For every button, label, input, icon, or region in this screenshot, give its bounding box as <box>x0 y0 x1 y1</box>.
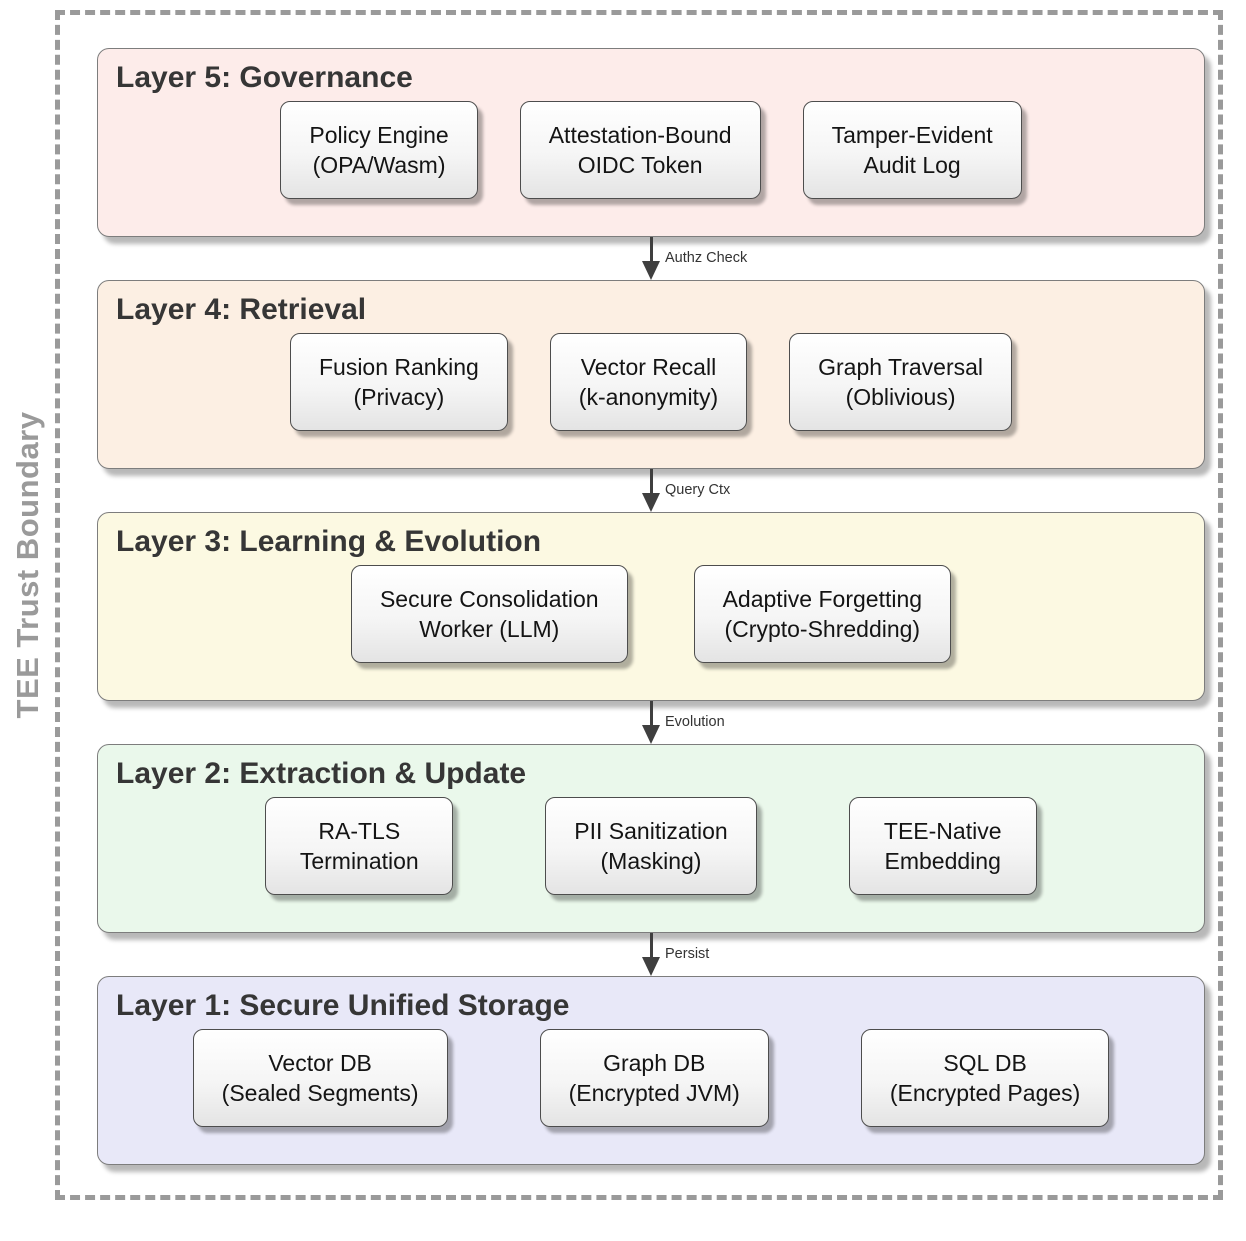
layer-4-retrieval: Layer 4: Retrieval Fusion Ranking (Priva… <box>97 280 1205 469</box>
flow-gap-persist: Persist <box>97 933 1205 976</box>
layer-3-learning-evolution: Layer 3: Learning & Evolution Secure Con… <box>97 512 1205 701</box>
flow-gap-authz-check: Authz Check <box>97 237 1205 280</box>
arrow-down-icon <box>642 725 660 744</box>
node-ra-tls-termination: RA-TLS Termination <box>265 797 454 895</box>
arrow-label-query-ctx: Query Ctx <box>665 482 731 498</box>
arrow-line <box>649 933 653 957</box>
layer-3-title: Layer 3: Learning & Evolution <box>116 525 542 558</box>
node-vector-recall: Vector Recall (k-anonymity) <box>549 333 748 431</box>
tee-trust-boundary <box>55 10 1223 1200</box>
arrow-down-icon <box>642 957 660 976</box>
node-sql-db: SQL DB (Encrypted Pages) <box>860 1029 1110 1127</box>
arrow-down-icon <box>642 493 660 512</box>
node-policy-engine: Policy Engine (OPA/Wasm) <box>280 101 478 199</box>
layer-2-extraction-update: Layer 2: Extraction & Update RA-TLS Term… <box>97 744 1205 933</box>
arrow-line <box>649 237 653 261</box>
layer-4-title: Layer 4: Retrieval <box>116 293 367 326</box>
node-tee-native-embedding: TEE-Native Embedding <box>848 797 1037 895</box>
layer-1-title: Layer 1: Secure Unified Storage <box>116 989 570 1022</box>
node-graph-traversal: Graph Traversal (Oblivious) <box>789 333 1013 431</box>
node-tamper-evident-audit-log: Tamper-Evident Audit Log <box>802 101 1022 199</box>
layer-2-nodes-row: RA-TLS Termination PII Sanitization (Mas… <box>98 797 1204 895</box>
layer-4-nodes-row: Fusion Ranking (Privacy) Vector Recall (… <box>98 333 1204 431</box>
node-pii-sanitization: PII Sanitization (Masking) <box>545 797 757 895</box>
layer-stack: Layer 5: Governance Policy Engine (OPA/W… <box>97 48 1205 1165</box>
layer-1-secure-unified-storage: Layer 1: Secure Unified Storage Vector D… <box>97 976 1205 1165</box>
arrow-label-evolution: Evolution <box>665 714 725 730</box>
node-fusion-ranking: Fusion Ranking (Privacy) <box>289 333 508 431</box>
layer-2-title: Layer 2: Extraction & Update <box>116 757 527 790</box>
flow-arrow <box>642 933 660 976</box>
flow-arrow <box>642 237 660 280</box>
layer-1-nodes-row: Vector DB (Sealed Segments) Graph DB (En… <box>98 1029 1204 1127</box>
node-vector-db: Vector DB (Sealed Segments) <box>192 1029 448 1127</box>
node-secure-consolidation-worker: Secure Consolidation Worker (LLM) <box>350 565 628 663</box>
layer-5-governance: Layer 5: Governance Policy Engine (OPA/W… <box>97 48 1205 237</box>
node-graph-db: Graph DB (Encrypted JVM) <box>539 1029 769 1127</box>
flow-gap-evolution: Evolution <box>97 701 1205 744</box>
layer-5-title: Layer 5: Governance <box>116 61 413 94</box>
flow-arrow <box>642 701 660 744</box>
arrow-line <box>649 469 653 493</box>
layer-3-nodes-row: Secure Consolidation Worker (LLM) Adapti… <box>98 565 1204 663</box>
arrow-label-authz-check: Authz Check <box>665 250 748 266</box>
flow-gap-query-ctx: Query Ctx <box>97 469 1205 512</box>
tee-trust-boundary-label: TEE Trust Boundary <box>10 411 45 719</box>
arrow-label-persist: Persist <box>665 946 710 962</box>
flow-arrow <box>642 469 660 512</box>
layer-5-nodes-row: Policy Engine (OPA/Wasm) Attestation-Bou… <box>98 101 1204 199</box>
node-adaptive-forgetting: Adaptive Forgetting (Crypto-Shredding) <box>693 565 952 663</box>
arrow-line <box>649 701 653 725</box>
arrow-down-icon <box>642 261 660 280</box>
node-attestation-oidc-token: Attestation-Bound OIDC Token <box>519 101 761 199</box>
